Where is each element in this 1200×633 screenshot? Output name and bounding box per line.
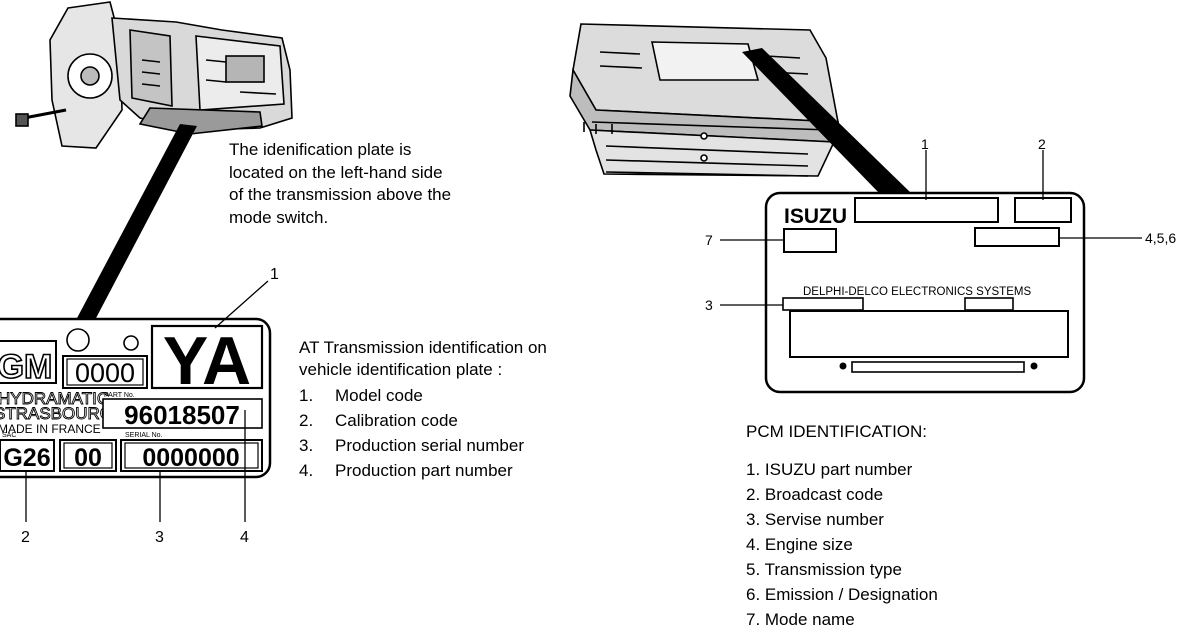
delphi-maker-text: DELPHI-DELCO ELECTRONICS SYSTEMS [803, 286, 1031, 298]
pcm-legend-heading: PCM IDENTIFICATION: [746, 422, 928, 441]
model-code-value: YA [163, 323, 251, 399]
isuzu-brand-text: ISUZU [784, 205, 847, 228]
item-label: Production serial number [335, 436, 524, 455]
note-line: mode switch. [229, 207, 329, 227]
pcm-callout-456: 4,5,6 [1145, 230, 1176, 246]
list-item: 3. Production serial number [299, 434, 524, 459]
transmission-pointer-band [76, 124, 197, 320]
part-no-label: PART No. [104, 392, 135, 399]
transmission-location-note: The idenification plate is located on th… [229, 138, 451, 228]
pcm-id-label [764, 191, 1086, 394]
code-box-value: 0000 [75, 358, 135, 388]
list-item: 4. Production part number [299, 459, 524, 484]
sac-label: SAC [2, 432, 16, 439]
hydramatic-line: HYDRAMATIC [0, 389, 109, 408]
list-item: 2. Broadcast code [746, 485, 884, 504]
pcm-legend-list: 1. ISUZU part number 2. Broadcast code 3… [746, 458, 938, 633]
plate-hole-icon [123, 335, 139, 351]
pcm-callout-3: 3 [705, 297, 713, 313]
list-item: 6. Emission / Designation [746, 585, 938, 604]
mid-code-value: 00 [74, 444, 102, 472]
item-number: 4. [299, 461, 314, 480]
callout-label-3: 3 [155, 529, 164, 546]
list-item: 1. ISUZU part number [746, 460, 913, 479]
note-line: The idenification plate is [229, 140, 412, 159]
item-label: Calibration code [335, 411, 458, 430]
strasbourg-line: STRASBOURG [0, 404, 113, 423]
pcm-callout-1: 1 [921, 136, 929, 152]
pcm-pointer-band [742, 48, 912, 194]
at-legend-list: 1. Model code 2. Calibration code 3. Pro… [299, 384, 524, 484]
calibration-code-value: G26 [3, 444, 50, 472]
pcm-callout-7: 7 [705, 232, 713, 248]
pcm-callouts [720, 150, 1142, 306]
serial-no-label: SERIAL No. [125, 432, 163, 439]
transmission-id-plate: GM 0000 YA HYDRAMATIC STRASBOURG MADE IN… [0, 317, 272, 479]
callout-label-2: 2 [21, 529, 30, 546]
transmission-illustration [15, 1, 293, 149]
item-label: Model code [335, 386, 423, 405]
callout-label-4: 4 [240, 529, 249, 546]
pcm-callout-2: 2 [1038, 136, 1046, 152]
serial-number-value: 0000000 [142, 444, 239, 472]
list-item: 7. Mode name [746, 610, 855, 629]
made-in-france-line: MADE IN FRANCE [0, 422, 101, 436]
at-legend-heading: AT Transmission identification on vehicl… [299, 336, 547, 380]
list-item: 1. Model code [299, 384, 524, 409]
list-item: 4. Engine size [746, 535, 853, 554]
list-item: 5. Transmission type [746, 560, 902, 579]
item-number: 1. [299, 386, 314, 405]
item-number: 3. [299, 436, 314, 455]
callout-label-1: 1 [270, 266, 279, 283]
plate-hole-icon [66, 328, 90, 352]
label-dot-icon [839, 362, 847, 370]
heading-line: vehicle identification plate : [299, 360, 503, 379]
transmission-callouts [25, 280, 269, 522]
list-item: 3. Servise number [746, 510, 884, 529]
list-item: 2. Calibration code [299, 409, 524, 434]
heading-line: AT Transmission identification on [299, 338, 547, 357]
note-line: located on the left-hand side [229, 162, 443, 182]
gm-logo-text: GM [0, 348, 52, 386]
label-dot-icon [1030, 362, 1038, 370]
item-label: Production part number [335, 461, 513, 480]
part-number-value: 96018507 [124, 400, 240, 430]
note-line: of the transmission above the [229, 185, 452, 204]
item-number: 2. [299, 411, 314, 430]
pcm-module-illustration [569, 23, 839, 177]
